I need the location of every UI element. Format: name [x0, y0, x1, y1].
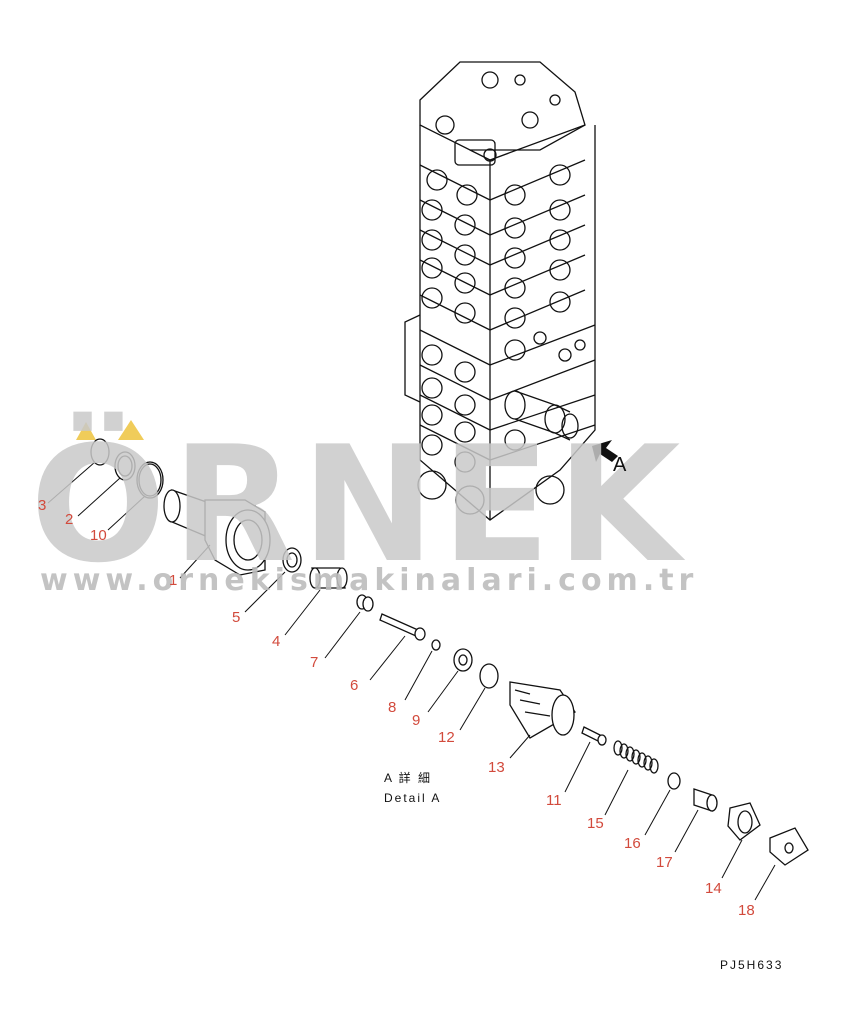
callout-2: 2 — [65, 511, 74, 528]
callout-16: 16 — [624, 835, 641, 852]
callout-8: 8 — [388, 699, 397, 716]
callout-9: 9 — [412, 712, 421, 729]
callout-6: 6 — [350, 677, 359, 694]
part-4-sleeve — [309, 567, 348, 589]
part-12-o-ring — [479, 663, 499, 689]
part-7-washer — [356, 594, 374, 612]
part-3-o-ring — [90, 438, 110, 466]
view-arrow-a — [592, 440, 618, 462]
callout-12: 12 — [438, 729, 455, 746]
callout-10: 10 — [90, 527, 107, 544]
callout-7: 7 — [310, 654, 319, 671]
part-1-valve-body — [163, 489, 271, 576]
drawing-code: PJ5H633 — [720, 958, 784, 972]
part-6-pin-bolt — [379, 613, 426, 641]
callout-14: 14 — [705, 880, 722, 897]
callout-11: 11 — [546, 792, 562, 809]
callout-15: 15 — [587, 815, 604, 832]
part-17-plug — [693, 788, 718, 812]
part-18-cap — [769, 827, 809, 866]
part-13-valve-cartridge — [509, 681, 576, 739]
callout-4: 4 — [272, 633, 281, 650]
leader-lines — [47, 461, 776, 901]
callout-13: 13 — [488, 759, 505, 776]
part-10-o-ring — [136, 461, 164, 499]
part-11-poppet — [581, 726, 607, 746]
detail-caption-english: Detail A — [384, 791, 442, 805]
detail-a-spool-on-block — [504, 390, 579, 441]
callout-5: 5 — [232, 609, 241, 626]
view-arrow-label: A — [613, 454, 627, 476]
callout-3: 3 — [38, 497, 47, 514]
accent-triangles — [76, 420, 144, 440]
part-9-nut — [453, 648, 473, 672]
callout-18: 18 — [738, 902, 755, 919]
part-8-small-plug — [431, 639, 441, 651]
detail-caption-japanese: A 詳 細 — [384, 771, 433, 785]
part-14-lock-nut — [727, 802, 761, 841]
part-15-spring — [613, 740, 659, 774]
control-valve-assembly — [404, 61, 596, 521]
watermark-url: www.ornekismakinalari.com.tr — [40, 563, 699, 598]
callout-1: 1 — [169, 572, 178, 589]
callout-17: 17 — [656, 854, 673, 871]
part-2-backup-ring — [114, 451, 136, 481]
watermark-brand: ÖRNEK — [30, 411, 687, 598]
valve-sections-left-face — [417, 164, 491, 515]
part-16-o-ring — [667, 772, 681, 790]
part-5-seal-ring — [282, 547, 302, 573]
